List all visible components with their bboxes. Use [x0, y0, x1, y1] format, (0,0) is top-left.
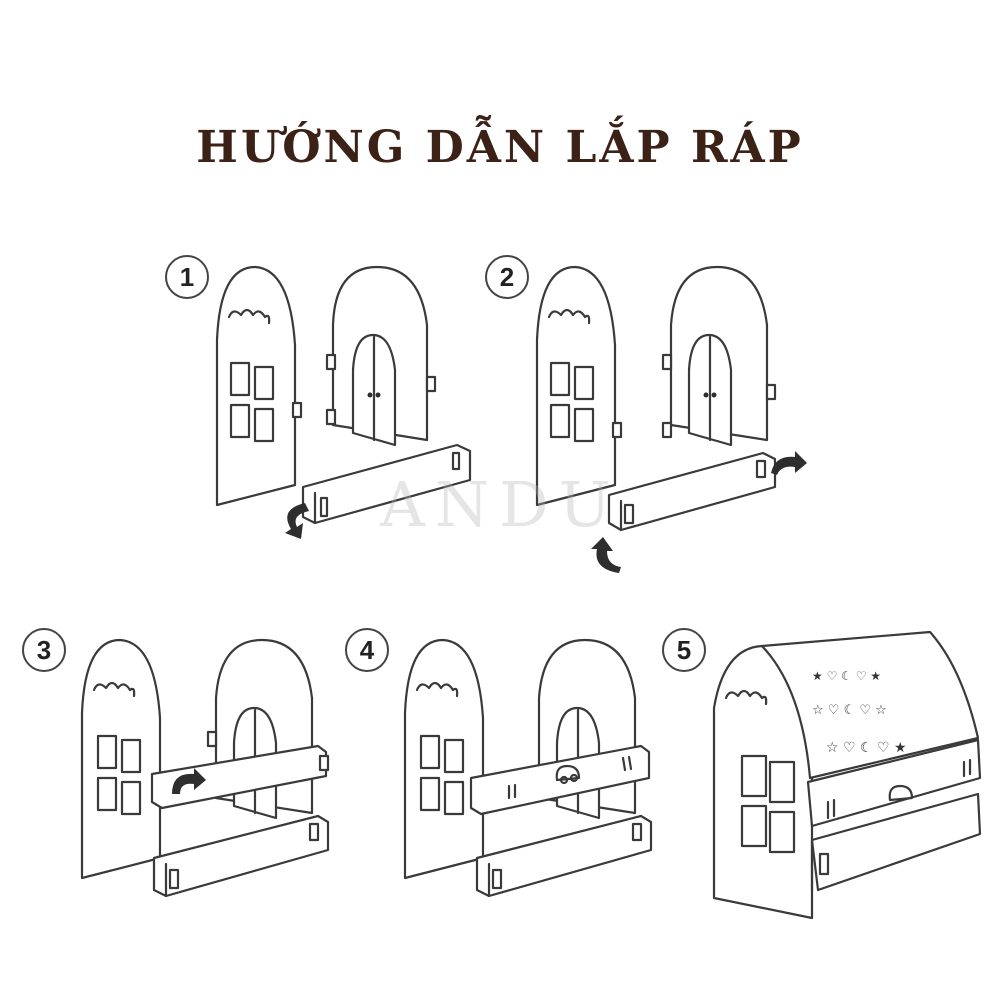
step-5-illustration: ★ ♡ ☾ ♡ ★ ☆ ♡ ☾ ♡ ☆ ☆ ♡ ☾ ♡ ★ [712, 630, 982, 920]
step-number-badge: 5 [662, 628, 706, 672]
side-panel-window [535, 265, 623, 507]
side-panel-window [712, 644, 814, 920]
car-cutout-icon [888, 784, 914, 802]
roof-panel: ★ ♡ ☾ ♡ ★ ☆ ♡ ☾ ♡ ☆ ☆ ♡ ☾ ♡ ★ [760, 630, 980, 780]
arrow-icon [591, 537, 621, 573]
step-number-badge: 1 [165, 255, 209, 299]
step-3-diagram: 3 [22, 628, 362, 968]
step-4-illustration [403, 638, 653, 898]
step-2-diagram: 2 [485, 255, 825, 595]
front-bar [810, 792, 982, 892]
step-number-badge: 2 [485, 255, 529, 299]
svg-text:☆ ♡ ☾ ♡ ☆: ☆ ♡ ☾ ♡ ☆ [812, 703, 887, 718]
door-panel [325, 265, 437, 447]
middle-bar [469, 744, 651, 816]
step-3-illustration [80, 638, 330, 898]
step-1-illustration [215, 265, 472, 539]
middle-bar [806, 738, 982, 828]
arrow-icon [172, 768, 206, 794]
arrow-icon [285, 503, 309, 539]
front-bar [475, 814, 653, 898]
step-2-illustration [535, 265, 807, 573]
side-panel-window [403, 638, 485, 880]
front-bar [301, 443, 472, 525]
step-5-diagram: 5 ★ ♡ ☾ ♡ ★ ☆ ♡ ☾ ♡ ☆ ☆ ♡ ☾ ♡ ★ [662, 628, 1000, 968]
svg-text:★ ♡ ☾ ♡ ★: ★ ♡ ☾ ♡ ★ [812, 669, 881, 683]
car-cutout-icon [555, 764, 581, 782]
middle-bar [150, 744, 330, 810]
door-panel [661, 265, 777, 447]
front-bar [152, 814, 330, 898]
step-4-diagram: 4 [345, 628, 685, 968]
side-panel-window [215, 265, 303, 507]
arrow-icon [771, 451, 807, 475]
step-1-diagram: 1 [165, 255, 505, 595]
watermark: ANDU [380, 468, 621, 541]
front-bar [607, 451, 777, 532]
svg-text:☆ ♡ ☾ ♡ ★: ☆ ♡ ☾ ♡ ★ [826, 740, 907, 756]
step-number-badge: 4 [345, 628, 389, 672]
side-panel-window [80, 638, 162, 880]
page-title: HƯỚNG DẪN LẮP RÁP [196, 122, 804, 173]
step-number-badge: 3 [22, 628, 66, 672]
